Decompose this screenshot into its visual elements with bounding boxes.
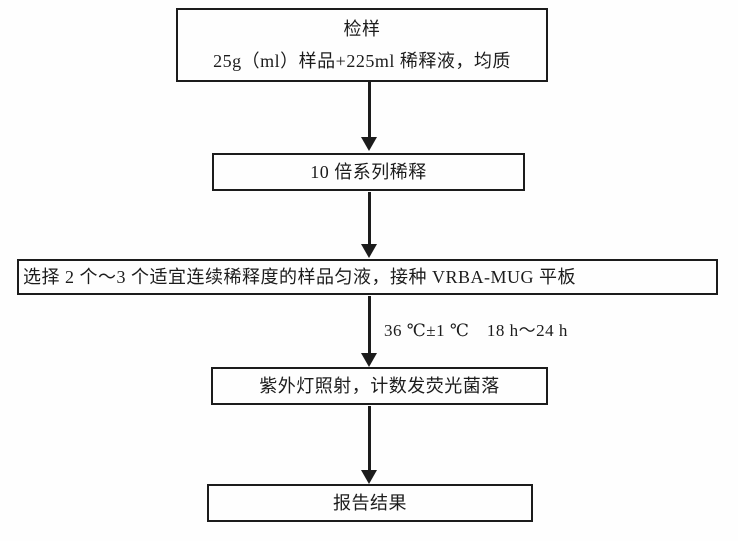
down-arrow-head-3 [361,353,377,367]
flow-step-dilution-label: 10 倍系列稀释 [310,161,427,182]
down-arrow-line-4 [368,406,371,471]
down-arrow-line-3 [368,296,371,354]
down-arrow-line-2 [368,192,371,245]
down-arrow-head-1 [361,137,377,151]
down-arrow-head-2 [361,244,377,258]
flow-step-report: 报告结果 [207,484,533,522]
flow-step-sample-detail: 25g（ml）样品+225ml 稀释液，均质 [213,50,511,71]
flow-step-dilution: 10 倍系列稀释 [212,153,525,191]
down-arrow-line-1 [368,82,371,138]
flow-step-plating-label: 选择 2 个～3 个适宜连续稀释度的样品匀液，接种 VRBA-MUG 平板 [23,266,577,287]
flow-step-uv-count: 紫外灯照射，计数发荧光菌落 [211,367,548,405]
flow-step-uv-count-label: 紫外灯照射，计数发荧光菌落 [259,375,500,396]
incubation-condition-label: 36 ℃±1 ℃ 18 h～24 h [384,321,568,340]
down-arrow-head-4 [361,470,377,484]
flow-step-plating: 选择 2 个～3 个适宜连续稀释度的样品匀液，接种 VRBA-MUG 平板 [17,259,718,295]
flow-step-report-label: 报告结果 [333,492,407,513]
flow-step-sample-title: 检样 [343,19,381,40]
flow-step-sample: 检样 25g（ml）样品+225ml 稀释液，均质 [176,8,548,82]
